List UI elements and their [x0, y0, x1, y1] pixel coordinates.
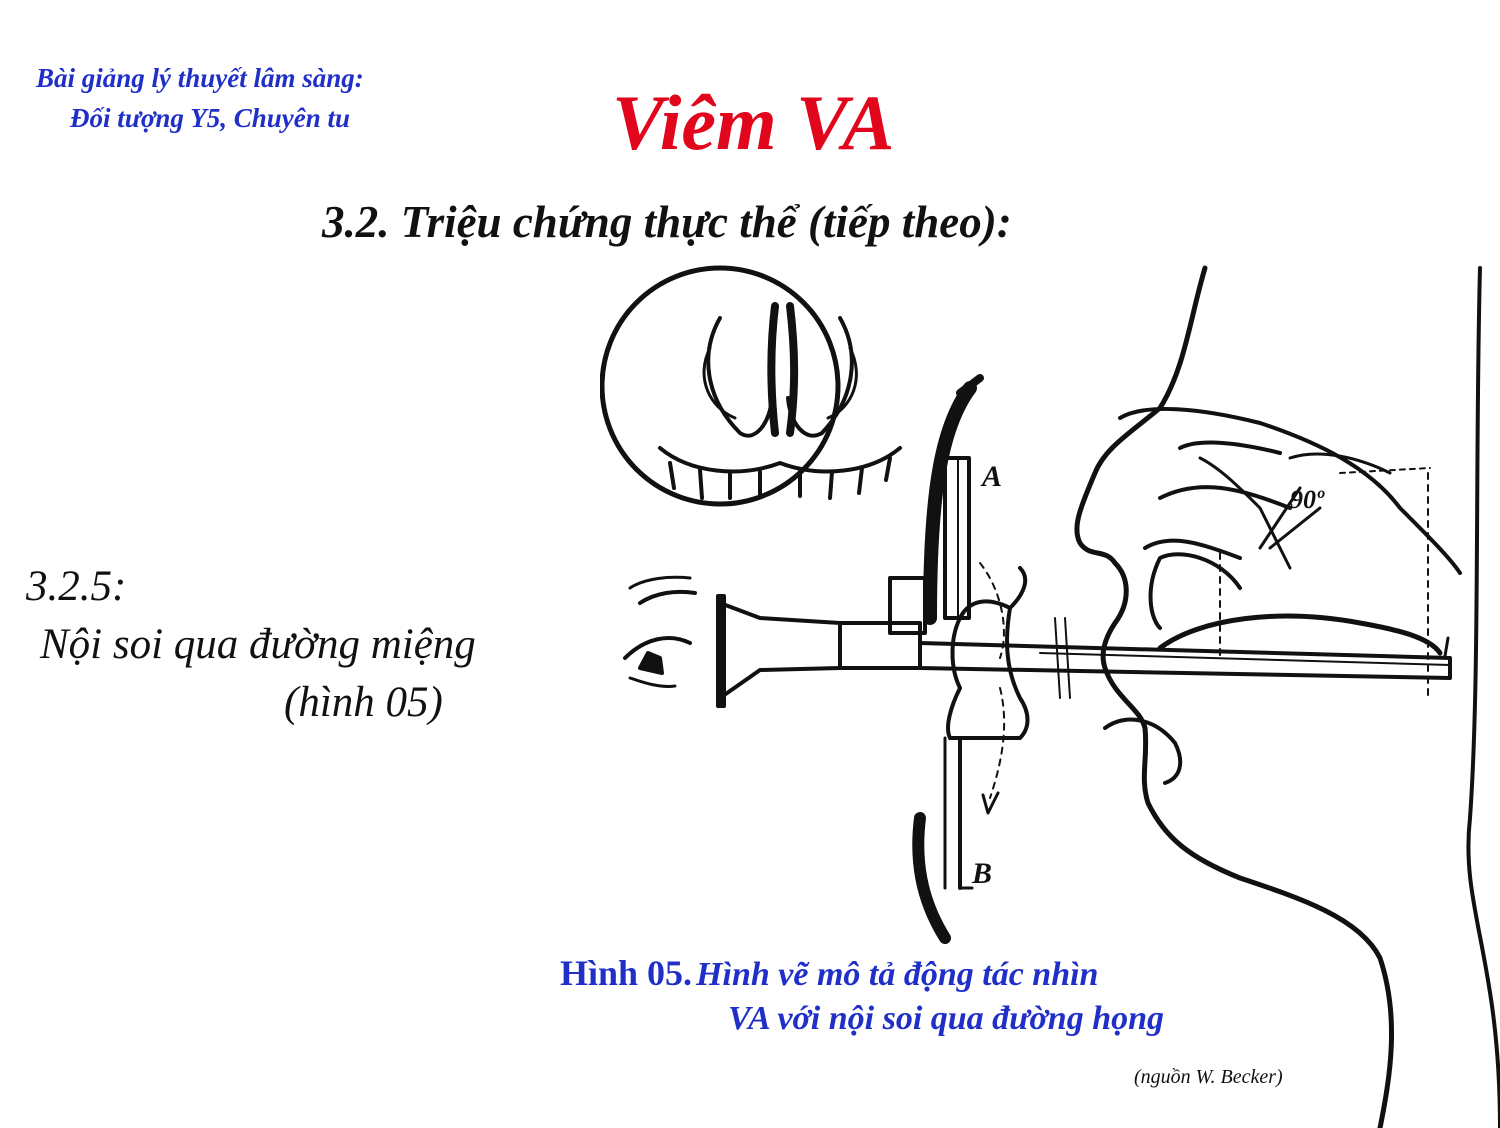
- scope-holder: [946, 566, 1030, 740]
- subsection-line-1: Nội soi qua đường miệng: [40, 621, 476, 668]
- caption-label: Hình 05.: [560, 953, 693, 993]
- label-b: B: [971, 857, 992, 890]
- label-a: A: [980, 460, 1002, 493]
- course-line-2: Đối tượng Y5, Chuyên tu: [70, 103, 350, 133]
- endoscope-rod: [716, 576, 1452, 708]
- inset-view-circle: [600, 265, 902, 507]
- caption-text-line-2: VA với nội soi qua đường họng: [728, 1000, 1165, 1037]
- endoscope-handle: [912, 374, 1006, 944]
- examiner-eye: [623, 575, 697, 688]
- course-line-1: Bài giảng lý thuyết lâm sàng:: [36, 63, 364, 93]
- slide-title: Viêm VA: [612, 79, 895, 166]
- subsection-line-2: (hình 05): [284, 679, 443, 726]
- angle-label: 90º: [1290, 485, 1325, 514]
- figure-source: (nguồn W. Becker): [1134, 1066, 1283, 1088]
- endoscopy-illustration: A B 90º: [600, 265, 1500, 1128]
- figure-caption: Hình 05. Hình vẽ mô tả động tác nhìn VA …: [560, 952, 1320, 1038]
- subsection-text: 3.2.5: Nội soi qua đường miệng (hình 05): [26, 558, 616, 732]
- section-heading: 3.2. Triệu chứng thực thể (tiếp theo):: [322, 197, 1012, 247]
- patient-profile: [1074, 265, 1500, 1128]
- caption-text-line-1: Hình vẽ mô tả động tác nhìn: [696, 956, 1099, 993]
- course-info: Bài giảng lý thuyết lâm sàng: Đối tượng …: [36, 58, 506, 138]
- subsection-number: 3.2.5:: [26, 563, 127, 610]
